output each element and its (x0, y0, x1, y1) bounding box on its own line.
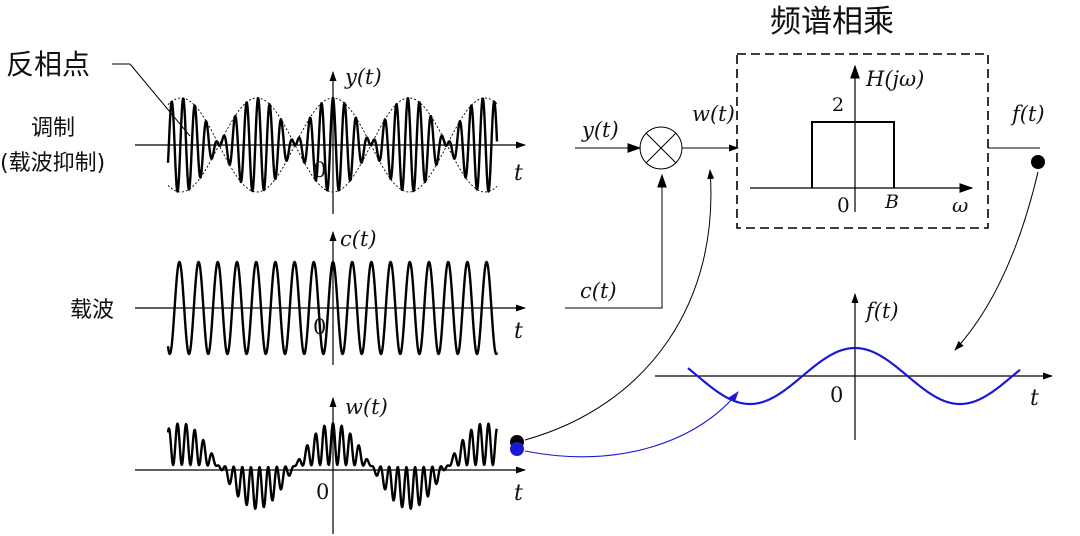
w-output-dot-blue (510, 442, 524, 456)
filter-B-label: B (884, 191, 899, 213)
multiplier-block: y(t) c(t) w(t) (565, 102, 739, 309)
plot-f-origin: 0 (830, 383, 843, 407)
plot-f: f(t) 0 t (655, 293, 1053, 440)
filter-output-curve (954, 171, 1039, 351)
filter-omega-label: ω (952, 193, 968, 217)
plot-y-origin: 0 (313, 158, 326, 182)
plot-c-label: c(t) (340, 227, 377, 251)
plot-y-t-label: t (514, 161, 523, 186)
filter-origin: 0 (837, 193, 850, 217)
reverse-phase-label: 反相点 (6, 48, 90, 81)
plot-y-waveform (166, 96, 499, 193)
filter-H-label: H(jω) (865, 67, 924, 91)
w-to-multiplier-curve (524, 169, 715, 441)
plot-f-t-label: t (1030, 386, 1039, 411)
filter-rect-response (811, 121, 895, 188)
multiplier-y-label: y(t) (581, 118, 619, 142)
modulation-label: 调制 (31, 116, 75, 141)
plot-c-origin: 0 (313, 315, 326, 339)
reverse-phase-pointer (129, 63, 191, 137)
plot-y-label: y(t) (344, 65, 382, 89)
plot-w-waveform (166, 422, 498, 510)
circle-times-icon (639, 126, 683, 170)
plot-w: w(t) t 0 (135, 395, 526, 534)
multiplier-w-label: w(t) (692, 102, 735, 126)
filter-output-dot (1031, 155, 1045, 169)
multiplier-c-input (565, 173, 667, 309)
plot-c-waveform (166, 260, 499, 356)
filter-gain-label: 2 (832, 94, 844, 116)
plot-f-waveform (687, 346, 1021, 406)
plot-c: c(t) t 0 (135, 227, 526, 365)
filter-block: H(jω) 2 0 B ω (736, 53, 989, 229)
filter-box (736, 53, 989, 229)
page-title: 频谱相乘 (770, 4, 894, 40)
carrier-label: 载波 (70, 298, 114, 323)
w-to-output-blue-curve (524, 391, 739, 458)
plot-w-label: w(t) (345, 395, 388, 419)
plot-w-origin: 0 (316, 480, 329, 504)
modulation-sublabel: (载波抑制) (0, 151, 105, 176)
plot-w-t-label: t (514, 481, 523, 506)
filter-output-label: f(t) (1010, 102, 1045, 126)
plot-f-label: f(t) (864, 299, 899, 323)
plot-y: y(t) t 0 (135, 65, 526, 214)
multiplier-c-label: c(t) (580, 279, 617, 303)
plot-c-t-label: t (514, 319, 523, 344)
